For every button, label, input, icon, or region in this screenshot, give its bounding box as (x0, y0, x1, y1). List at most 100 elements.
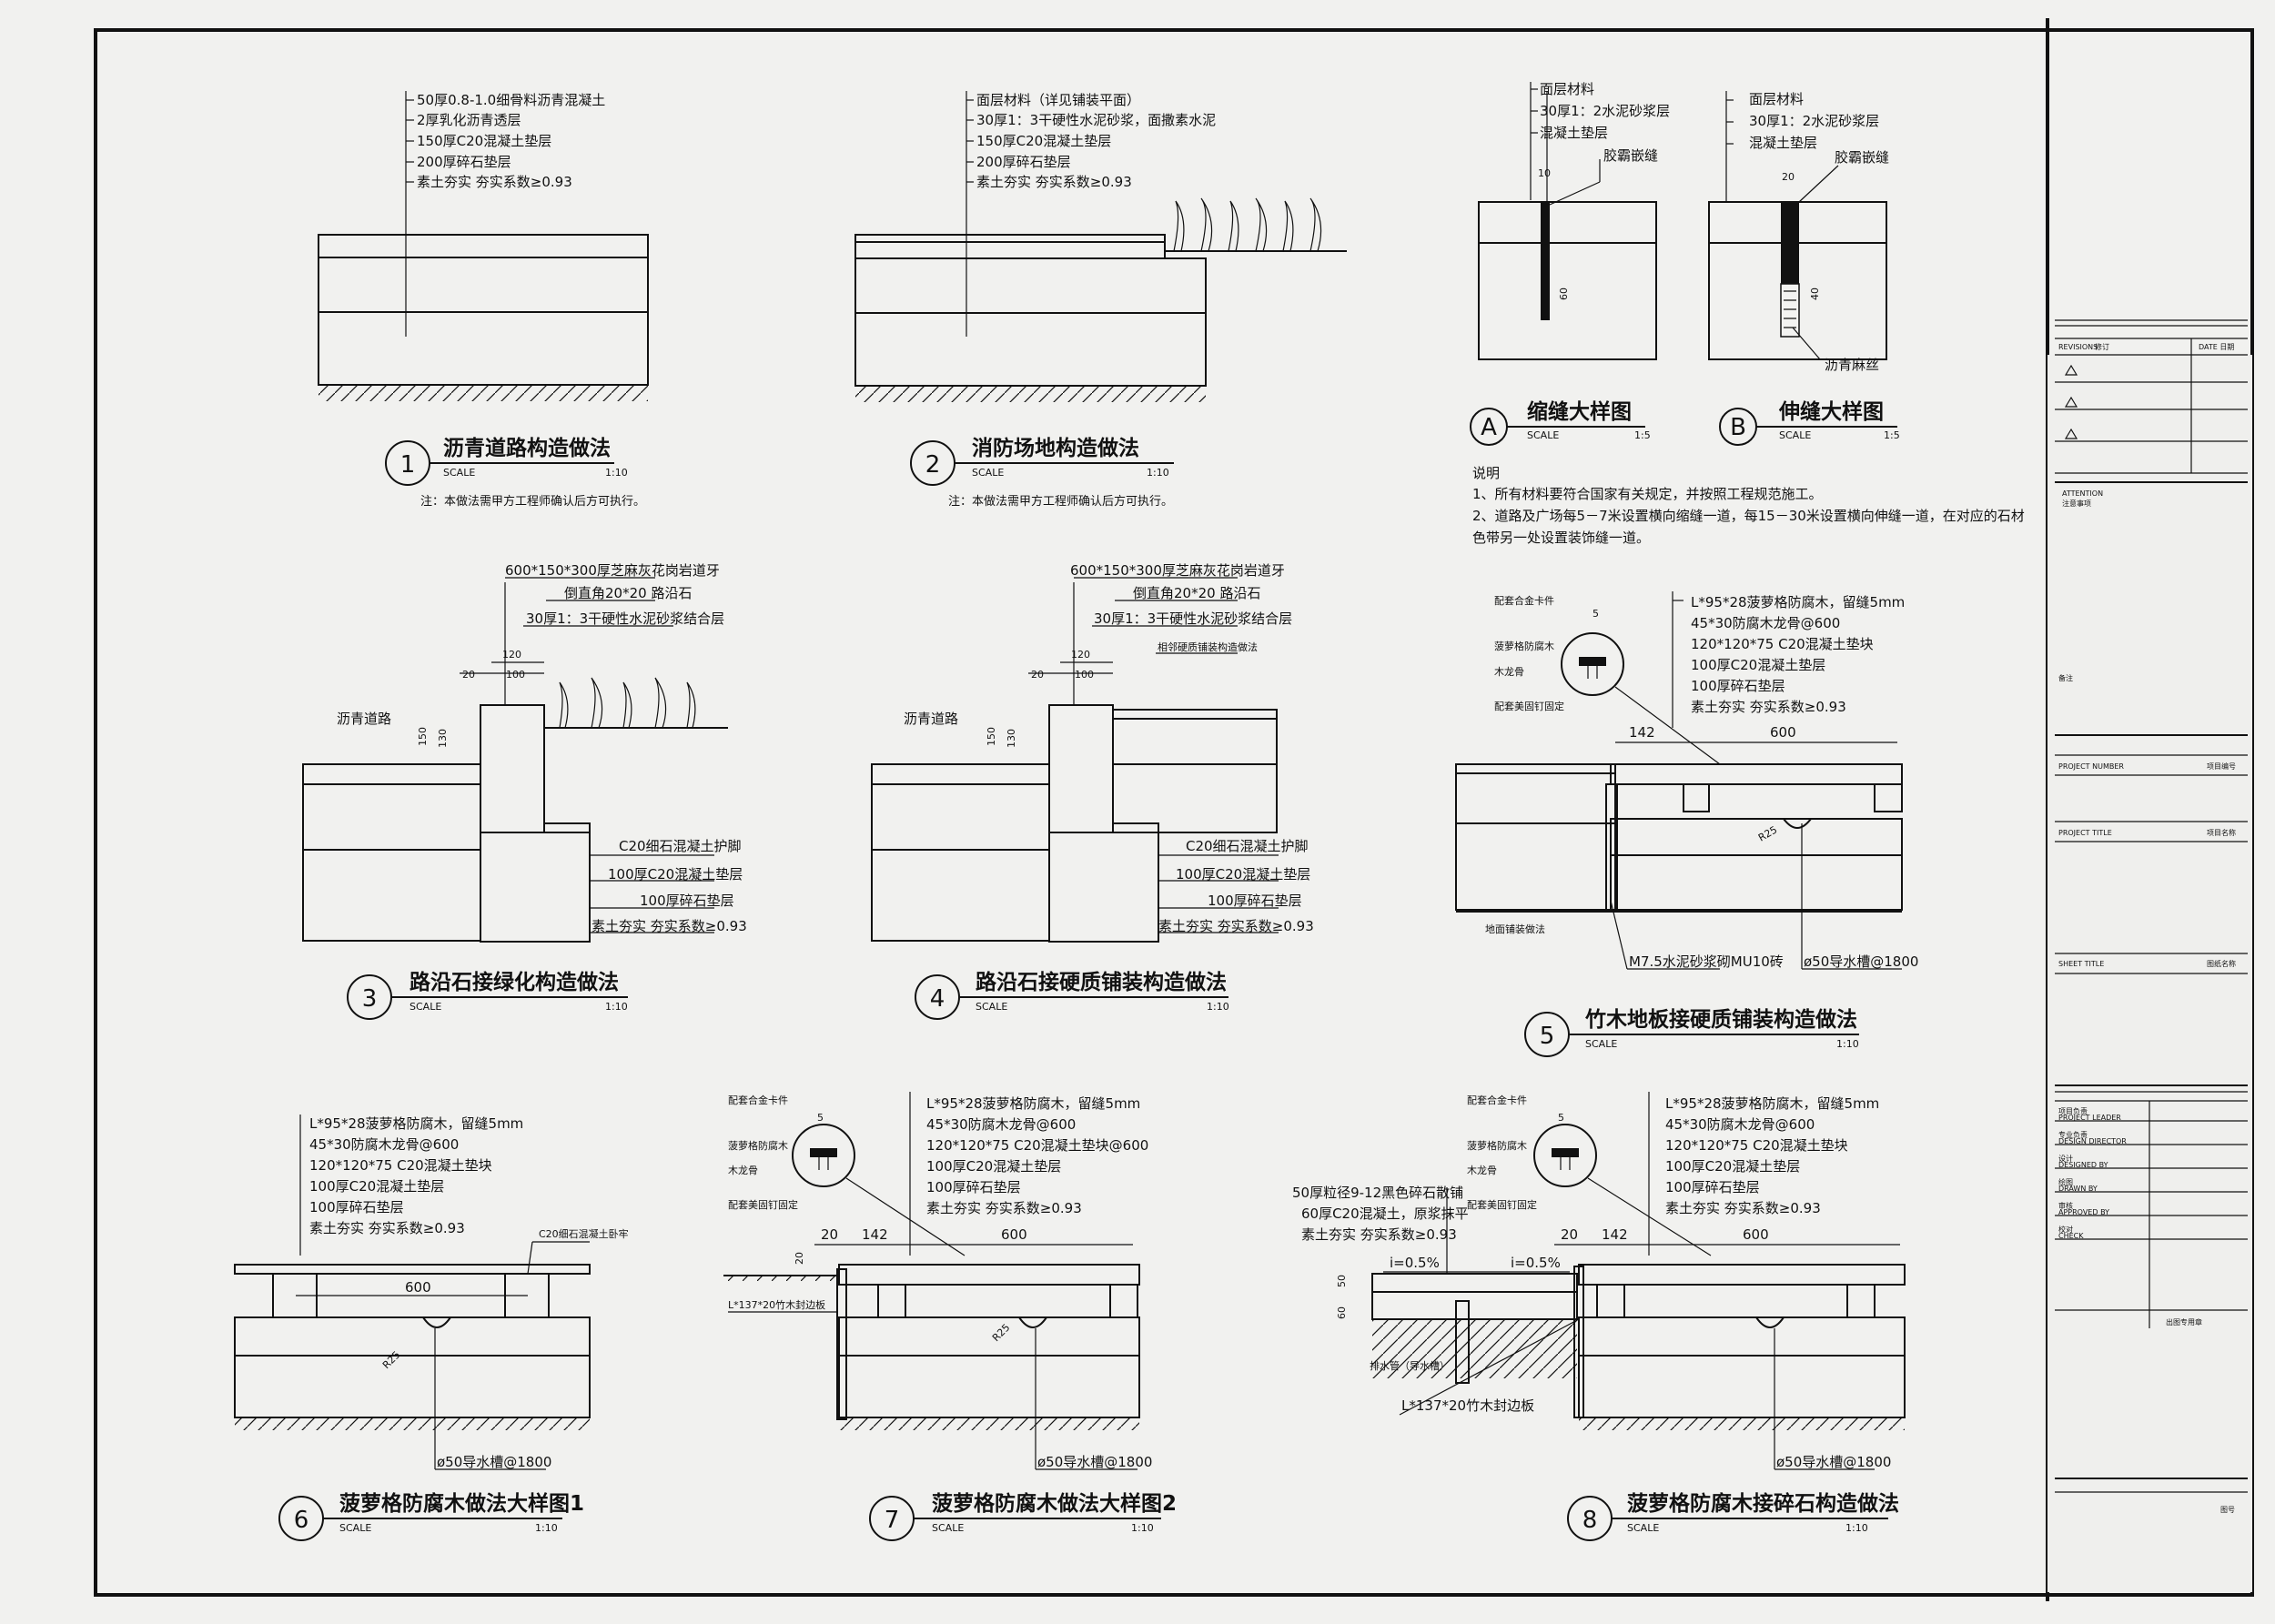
dB-title: 伸缝大样图 (1778, 399, 1884, 424)
d3-dim-20: 20 (462, 669, 475, 681)
dB-scale-label: SCALE (1779, 429, 1811, 441)
d5-number: 5 (1540, 1023, 1555, 1050)
d2-layer-1: 面层材料（详见铺装平面） (976, 92, 1140, 108)
tb-project-title: PROJECT TITLE (2058, 829, 2112, 837)
d5-title: 竹木地板接硬质铺装构造做法 (1584, 1007, 1857, 1032)
notes-line-2: 2、道路及广场每5－7米设置横向缩缝一道，每15－30米设置横向伸缝一道，在对应… (1472, 508, 2025, 524)
d6-bottom-1: ø50导水槽@1800 (437, 1454, 551, 1470)
d8-bottom-3: ø50导水槽@1800 (1776, 1454, 1891, 1470)
detail-B: 面层材料 30厚1：2水泥砂浆层 混凝土垫层 胶霸嵌缝 沥青麻丝 20 40 B… (1708, 91, 1900, 446)
d1-layer-3: 150厚C20混凝土垫层 (417, 133, 551, 149)
detail-A: 面层材料 30厚1：2水泥砂浆层 混凝土垫层 胶霸嵌缝 10 60 A 缩缝大样… (1470, 81, 1670, 446)
tb-role-1-en: PROJECT LEADER (2058, 1114, 2121, 1122)
tb-role-1-cn: 项目负责 (2058, 1106, 2088, 1115)
d8-title: 菠萝格防腐木接碎石构造做法 (1627, 1491, 1899, 1516)
d8-dim-20: 20 (1561, 1226, 1578, 1243)
d8-callout-4: 配套美固钉固定 (1467, 1198, 1537, 1211)
d7-dim-142: 142 (862, 1226, 888, 1243)
d6-scale: 1:10 (535, 1522, 558, 1534)
d8-callout-3: 木龙骨 (1467, 1165, 1497, 1176)
d2-layer-3: 150厚C20混凝土垫层 (976, 133, 1111, 149)
d4-title: 路沿石接硬质铺装构造做法 (976, 970, 1227, 994)
tb-role-5-cn: 审核 (2058, 1201, 2073, 1210)
d2-title: 消防场地构造做法 (972, 436, 1139, 460)
tb-sheet-title: SHEET TITLE (2058, 960, 2104, 968)
d8-slope-1: i=0.5% (1390, 1255, 1440, 1271)
d1-scale-label: SCALE (443, 467, 475, 479)
d6-dim-r25: R25 (380, 1349, 402, 1371)
tb-role-2-cn: 专业负责 (2058, 1130, 2088, 1139)
notes-line-1: 1、所有材料要符合国家有关规定，并按照工程规范施工。 (1472, 486, 1823, 502)
tb-role-6-cn: 校对 (2058, 1225, 2073, 1234)
d4-top-3: 30厚1：3干硬性水泥砂浆结合层 (1094, 610, 1292, 627)
d7-layer-2: 45*30防腐木龙骨@600 (926, 1116, 1076, 1133)
d1-title: 沥青道路构造做法 (443, 436, 611, 460)
d4-dim-100: 100 (1075, 669, 1094, 681)
tb-project-number-cn: 项目编号 (2207, 762, 2236, 771)
d5-dim-600: 600 (1770, 724, 1796, 741)
d7-bottom-1: L*137*20竹木封边板 (728, 1298, 825, 1311)
d7-callout-3: 木龙骨 (728, 1165, 758, 1176)
detail-7: L*95*28菠萝格防腐木，留缝5mm 45*30防腐木龙骨@600 120*1… (723, 1092, 1177, 1541)
d7-dim-r25: R25 (990, 1322, 1012, 1344)
d3-top-2: 倒直角20*20 路沿石 (564, 585, 692, 601)
d8-callout-2: 菠萝格防腐木 (1467, 1139, 1527, 1152)
tb-role-4-en: DRAWN BY (2058, 1185, 2098, 1193)
d3-top-1: 600*150*300厚芝麻灰花岗岩道牙 (505, 562, 720, 579)
d5-layer-6: 素土夯实 夯实系数≥0.93 (1691, 699, 1846, 715)
d4-number: 4 (930, 985, 945, 1013)
dA-scale: 1:5 (1634, 429, 1651, 441)
d5-callout-4: 配套美固钉固定 (1494, 700, 1564, 712)
dA-scale-label: SCALE (1527, 429, 1559, 441)
d1-scale: 1:10 (605, 467, 628, 479)
dB-number: B (1730, 414, 1746, 441)
d8-scale: 1:10 (1845, 1522, 1868, 1534)
d1-number: 1 (400, 451, 416, 479)
tb-remark: 备注 (2058, 673, 2073, 682)
d4-dim-130: 130 (1006, 729, 1017, 748)
tb-attention-cn: 注意事项 (2062, 499, 2091, 508)
d8-scale-label: SCALE (1627, 1522, 1659, 1534)
d3-side-2: 100厚C20混凝土垫层 (608, 866, 743, 883)
d3-dim-120: 120 (502, 649, 521, 661)
d7-layer-5: 100厚碎石垫层 (926, 1179, 1021, 1195)
d4-side-4: 素土夯实 夯实系数≥0.93 (1158, 918, 1314, 934)
d8-layer-5: 100厚碎石垫层 (1665, 1179, 1760, 1195)
d8-dim-142: 142 (1602, 1226, 1628, 1243)
d7-number: 7 (885, 1507, 900, 1534)
dA-side-label: 胶霸嵌缝 (1603, 147, 1658, 164)
d6-number: 6 (294, 1507, 309, 1534)
d7-title: 菠萝格防腐木做法大样图2 (932, 1491, 1177, 1516)
d6-scale-label: SCALE (339, 1522, 371, 1534)
tb-project-number: PROJECT NUMBER (2058, 762, 2124, 771)
notes-heading: 说明 (1472, 465, 1500, 481)
d3-dim-100: 100 (506, 669, 525, 681)
detail-8: L*95*28菠萝格防腐木，留缝5mm 45*30防腐木龙骨@600 120*1… (1292, 1092, 1906, 1541)
tb-role-3-cn: 设计 (2058, 1154, 2073, 1163)
dB-bottom-label: 沥青麻丝 (1825, 357, 1879, 373)
d7-dim-600: 600 (1001, 1226, 1027, 1243)
d2-scale-label: SCALE (972, 467, 1004, 479)
d2-scale: 1:10 (1147, 467, 1169, 479)
d7-dim-20v: 20 (794, 1252, 805, 1265)
tb-stamp: 出图专用章 (2166, 1317, 2202, 1326)
d7-bottom-2: ø50导水槽@1800 (1037, 1454, 1152, 1470)
dA-layer-2: 30厚1：2水泥砂浆层 (1540, 103, 1670, 119)
d8-dim-600: 600 (1743, 1226, 1769, 1243)
general-notes: 说明 1、所有材料要符合国家有关规定，并按照工程规范施工。 2、道路及广场每5－… (1472, 465, 2025, 546)
d5-bottom-1: 地面铺装做法 (1485, 923, 1545, 935)
d7-layer-6: 素土夯实 夯实系数≥0.93 (926, 1200, 1082, 1216)
d7-scale: 1:10 (1131, 1522, 1154, 1534)
d8-layer-3: 120*120*75 C20混凝土垫块 (1665, 1137, 1848, 1154)
d8-dim-60: 60 (1336, 1306, 1348, 1319)
dB-scale: 1:5 (1884, 429, 1900, 441)
d2-layer-2: 30厚1：3干硬性水泥砂浆，面撒素水泥 (976, 112, 1216, 128)
d4-top-4: 相邻硬质铺装构造做法 (1158, 641, 1258, 653)
d5-callout-3: 木龙骨 (1494, 666, 1524, 678)
tb-role-5-en: APPROVED BY (2058, 1208, 2109, 1216)
tb-rev-cn: 修订 (2095, 342, 2109, 351)
d7-layer-1: L*95*28菠萝格防腐木，留缝5mm (926, 1095, 1140, 1112)
d1-layer-5: 素土夯实 夯实系数≥0.93 (417, 174, 572, 190)
d5-layer-4: 100厚C20混凝土垫层 (1691, 657, 1825, 673)
